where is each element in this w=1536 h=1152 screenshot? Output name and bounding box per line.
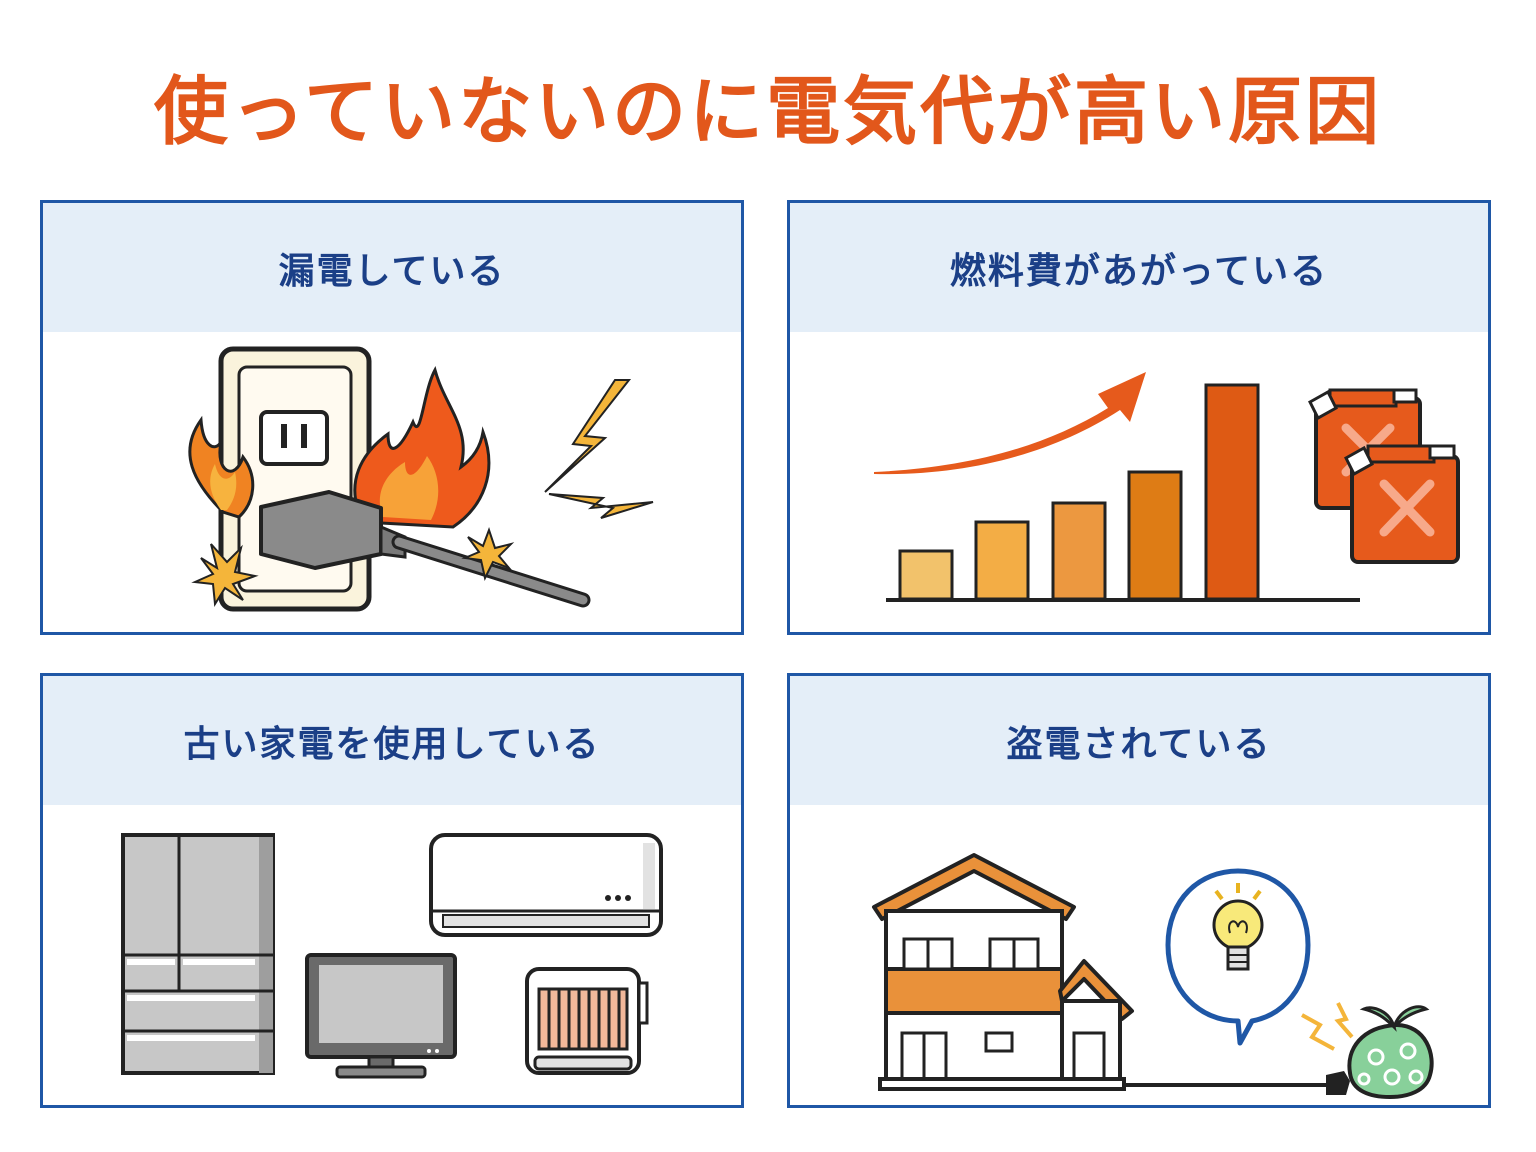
power-theft-illustration <box>872 853 1434 1100</box>
card-illustration-electric-leak <box>43 332 741 631</box>
thief-bag-icon <box>1347 1005 1434 1100</box>
card-illustration-old-appliances <box>43 805 741 1104</box>
burning-outlet-icon <box>188 346 654 612</box>
page-title: 使っていないのに電気代が高い原因 <box>153 69 1383 155</box>
card-label-electric-leak: 漏電している <box>43 203 741 332</box>
card-illustration-power-theft <box>790 805 1488 1104</box>
card-old-appliances: 古い家電を使用している <box>40 673 744 1108</box>
heater-icon <box>525 967 649 1075</box>
television-icon <box>305 953 457 1079</box>
card-label-power-theft: 盗電されている <box>790 676 1488 805</box>
refrigerator-icon <box>121 833 275 1075</box>
card-power-theft: 盗電されている <box>787 673 1491 1108</box>
air-conditioner-icon <box>429 833 663 937</box>
card-label-fuel-cost: 燃料費があがっている <box>790 203 1488 332</box>
rising-bar-chart-icon <box>874 372 1460 602</box>
card-label-old-appliances: 古い家電を使用している <box>43 676 741 805</box>
card-electric-leak: 漏電している <box>40 200 744 635</box>
light-bulb-icon <box>1212 883 1264 971</box>
card-fuel-cost: 燃料費があがっている <box>787 200 1491 635</box>
house-icon <box>872 853 1134 1091</box>
card-illustration-fuel-cost <box>790 332 1488 631</box>
old-appliances-illustration <box>121 833 663 1079</box>
